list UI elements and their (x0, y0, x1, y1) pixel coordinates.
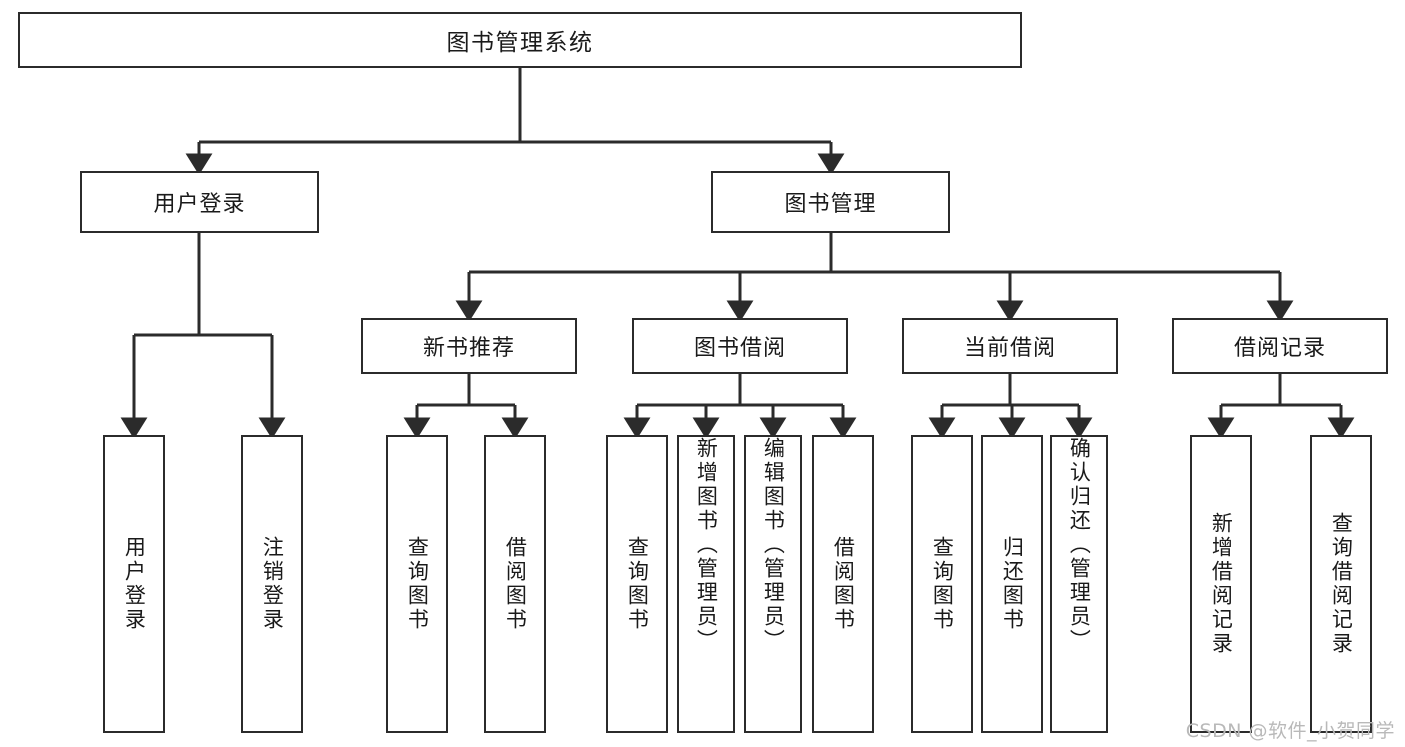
leaf-return-book[interactable]: 归还图书 (981, 435, 1043, 733)
watermark: CSDN @软件_小贺同学 (1185, 720, 1395, 742)
node-label: 确认归还（管理员） (1067, 437, 1092, 653)
leaf-query-book-borrow[interactable]: 查询图书 (606, 435, 668, 733)
node-label: 新书推荐 (422, 336, 515, 361)
leaf-query-borrow-record[interactable]: 查询借阅记录 (1310, 435, 1372, 733)
node-label: 查询图书 (930, 536, 955, 632)
node-label: 查询借阅记录 (1329, 512, 1354, 656)
node-label: 借阅图书 (831, 536, 856, 632)
leaf-user-login[interactable]: 用户登录 (103, 435, 165, 733)
node-label: 新增借阅记录 (1209, 512, 1234, 656)
leaf-confirm-return-admin[interactable]: 确认归还（管理员） (1050, 435, 1108, 733)
leaf-query-book-recommend[interactable]: 查询图书 (386, 435, 448, 733)
node-label: 借阅记录 (1233, 336, 1326, 361)
leaf-add-borrow-record[interactable]: 新增借阅记录 (1190, 435, 1252, 733)
leaf-borrow-book-recommend[interactable]: 借阅图书 (484, 435, 546, 733)
node-label: 编辑图书（管理员） (761, 437, 786, 653)
node-label: 用户登录 (122, 536, 147, 632)
node-label: 图书借阅 (693, 336, 786, 361)
node-label: 图书管理 (784, 192, 877, 217)
node-label: 借阅图书 (503, 536, 528, 632)
leaf-logout[interactable]: 注销登录 (241, 435, 303, 733)
node-book-management[interactable]: 图书管理 (711, 171, 950, 233)
leaf-add-book-admin[interactable]: 新增图书（管理员） (677, 435, 735, 733)
node-label: 注销登录 (260, 536, 285, 632)
node-label: 用户登录 (153, 192, 246, 217)
node-label: 归还图书 (1000, 536, 1025, 632)
leaf-query-book-current[interactable]: 查询图书 (911, 435, 973, 733)
node-book-borrow[interactable]: 图书借阅 (632, 318, 848, 374)
leaf-borrow-book[interactable]: 借阅图书 (812, 435, 874, 733)
node-user-login[interactable]: 用户登录 (80, 171, 319, 233)
node-new-book-recommend[interactable]: 新书推荐 (361, 318, 577, 374)
node-label: 查询图书 (405, 536, 430, 632)
node-label: 当前借阅 (963, 336, 1056, 361)
node-label: 图书管理系统 (446, 30, 594, 56)
node-label: 新增图书（管理员） (694, 437, 719, 653)
node-label: 查询图书 (625, 536, 650, 632)
node-current-borrow[interactable]: 当前借阅 (902, 318, 1118, 374)
node-root[interactable]: 图书管理系统 (18, 12, 1022, 68)
leaf-edit-book-admin[interactable]: 编辑图书（管理员） (744, 435, 802, 733)
node-borrow-records[interactable]: 借阅记录 (1172, 318, 1388, 374)
